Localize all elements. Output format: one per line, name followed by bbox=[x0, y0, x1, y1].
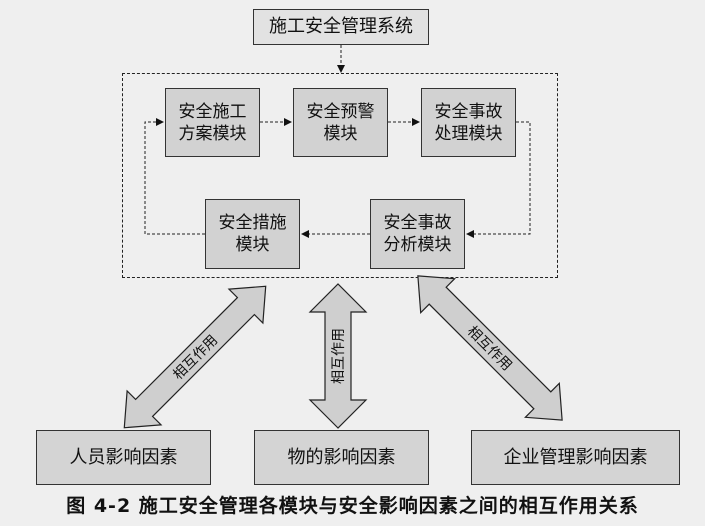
module-safety-measures-line1: 安全措施 bbox=[218, 213, 287, 233]
factor-enterprise: 企业管理影响因素 bbox=[471, 430, 680, 485]
module-safety-measures: 安全措施 模块 bbox=[205, 199, 300, 269]
modules-frame bbox=[122, 73, 558, 278]
factor-enterprise-label: 企业管理影响因素 bbox=[503, 446, 648, 468]
factor-material-label: 物的影响因素 bbox=[287, 446, 396, 468]
module-accident-handling: 安全事故 处理模块 bbox=[421, 88, 516, 157]
system-title: 施工安全管理系统 bbox=[269, 16, 413, 37]
factor-material: 物的影响因素 bbox=[254, 430, 429, 485]
module-safety-warning-line2: 模块 bbox=[323, 123, 358, 144]
factor-personnel: 人员影响因素 bbox=[36, 430, 211, 485]
module-safety-warning-line1: 安全预警 bbox=[306, 101, 375, 122]
figure-caption: 图 4-2 施工安全管理各模块与安全影响因素之间的相互作用关系 bbox=[66, 495, 639, 517]
factor-personnel-label: 人员影响因素 bbox=[69, 446, 178, 468]
module-accident-analysis-line2: 分析模块 bbox=[383, 235, 452, 255]
module-accident-handling-line1: 安全事故 bbox=[434, 101, 503, 122]
interaction-label-middle: 相互作用 bbox=[331, 328, 347, 384]
arrow-measures-to-plan bbox=[144, 118, 205, 235]
module-safety-measures-line2: 模块 bbox=[235, 235, 270, 255]
module-safety-plan-line1: 安全施工 bbox=[178, 101, 247, 122]
module-safety-plan-line2: 方案模块 bbox=[178, 123, 247, 144]
module-accident-analysis-line1: 安全事故 bbox=[383, 213, 452, 233]
double-arrow-right: 相互作用 bbox=[417, 275, 563, 421]
module-accident-analysis: 安全事故 分析模块 bbox=[370, 199, 465, 269]
module-safety-warning: 安全预警 模块 bbox=[293, 88, 388, 157]
double-arrow-middle: 相互作用 bbox=[308, 283, 368, 429]
system-title-box: 施工安全管理系统 bbox=[253, 9, 429, 45]
double-arrow-left: 相互作用 bbox=[123, 285, 267, 429]
module-accident-handling-line2: 处理模块 bbox=[434, 123, 503, 144]
arrow-handling-to-analysis bbox=[466, 121, 531, 238]
module-safety-plan: 安全施工 方案模块 bbox=[165, 88, 260, 157]
